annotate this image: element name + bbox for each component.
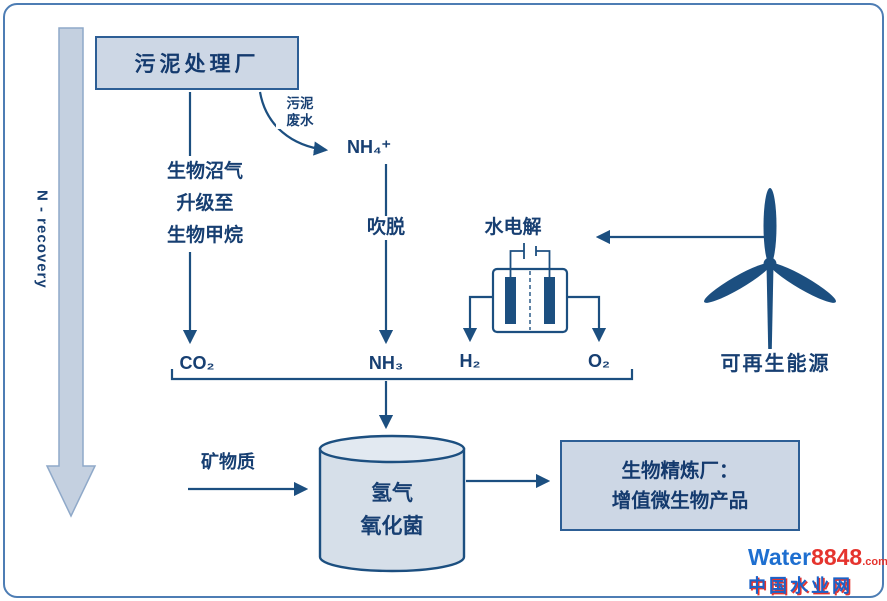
watermark-logo: Water8848.com 中国水业网 — [748, 545, 887, 598]
sludge-wastewater-label: 污泥 废水 — [276, 95, 324, 129]
renewable-energy-label: 可再生能源 — [720, 353, 831, 375]
arrow-sludge-wastewater — [258, 91, 329, 156]
bracket-line — [170, 369, 634, 381]
reactor-line: 氢气 — [371, 482, 413, 505]
reactor-label: 氢气 氧化菌 — [322, 477, 462, 543]
biogas-line: 生物甲烷 — [166, 225, 243, 246]
electrolysis-label: 水电解 — [484, 217, 542, 238]
watermark-brand-tld: .com — [862, 556, 887, 568]
wind-turbine-icon — [704, 188, 836, 349]
biogas-line: 升级至 — [176, 193, 234, 214]
h2-label: H₂ — [459, 351, 481, 371]
n-recovery-arrow — [45, 27, 97, 518]
minerals-label: 矿物质 — [201, 452, 255, 472]
reactor-line: 氧化菌 — [360, 515, 424, 538]
stripping-label: 吹脱 — [348, 216, 424, 240]
flow-lines — [170, 91, 768, 497]
nh3-label: NH₃ — [368, 353, 404, 373]
o2-label: O₂ — [588, 351, 610, 371]
sludge-wastewater-line: 废水 — [286, 113, 314, 128]
sludge-plant-box: 污泥处理厂 — [95, 36, 299, 90]
watermark-site-name: 中国水业网 — [748, 576, 853, 596]
biorefinery-box: 生物精炼厂： 增值微生物产品 — [560, 440, 800, 531]
biorefinery-line: 增值微生物产品 — [611, 489, 749, 512]
biorefinery-line: 生物精炼厂： — [621, 459, 739, 482]
watermark-brand: Water8848.com — [748, 545, 887, 574]
co2-label: CO₂ — [179, 353, 215, 373]
biogas-line: 生物沼气 — [166, 161, 243, 182]
watermark-brand-word: Water — [748, 544, 812, 570]
n-recovery-label: N - recovery — [33, 190, 51, 289]
sludge-plant-label: 污泥处理厂 — [134, 53, 260, 76]
biogas-upgrade-label: 生物沼气 升级至 生物甲烷 — [138, 156, 272, 252]
watermark-brand-number: 8848 — [811, 544, 863, 570]
sludge-wastewater-line: 污泥 — [286, 96, 314, 111]
ammonium-label: NH₄⁺ — [346, 137, 392, 157]
electrolysis-cell-icon — [462, 243, 607, 343]
reactor-cylinder — [318, 434, 466, 573]
